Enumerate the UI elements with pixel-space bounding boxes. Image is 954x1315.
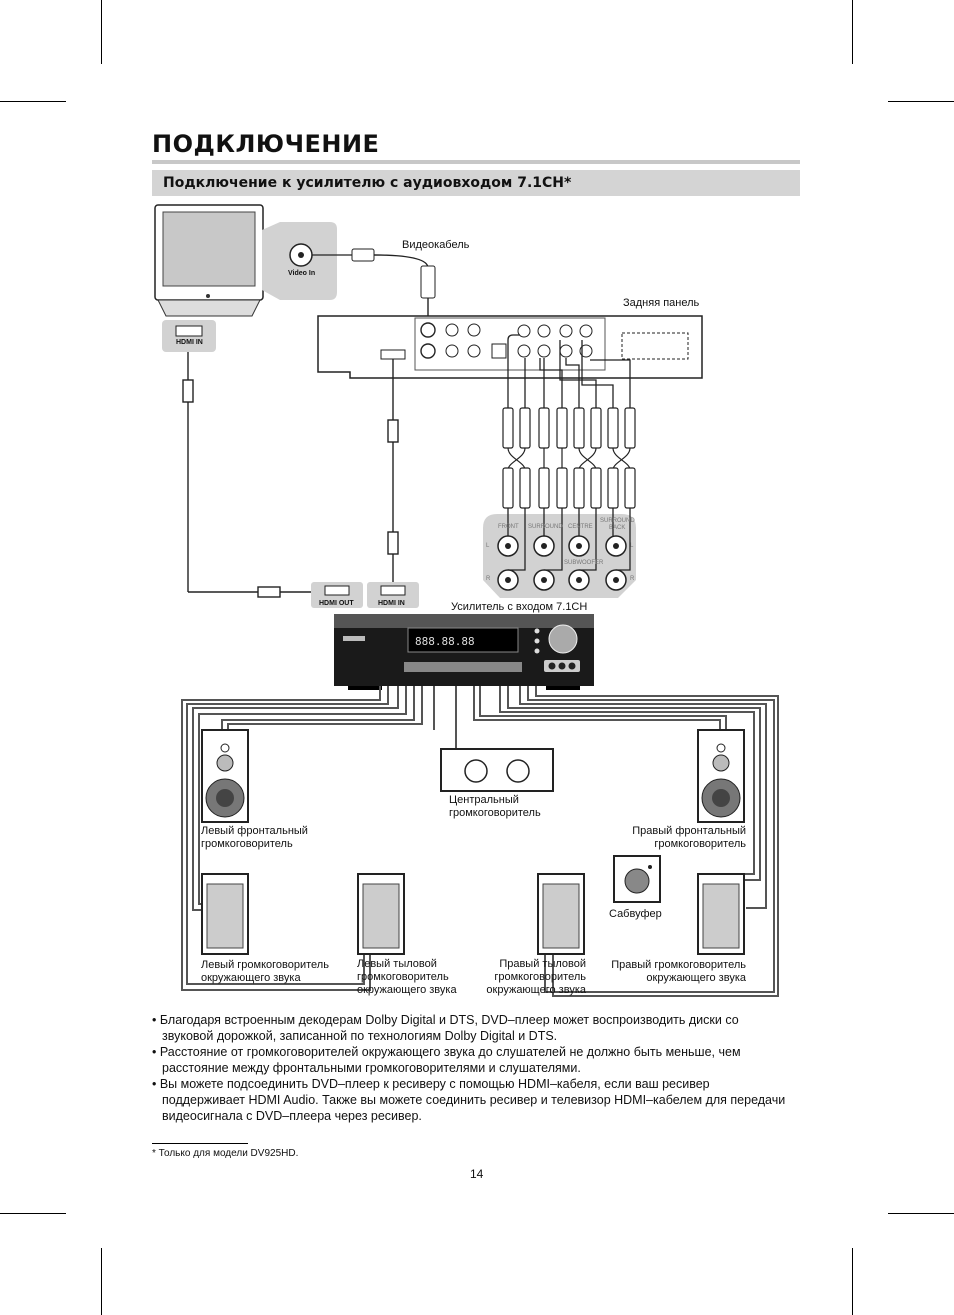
crop-mark [0, 1213, 66, 1214]
speaker-label-line: Центральный [449, 794, 519, 806]
rca-cable-twists [507, 447, 631, 471]
footnote: * Только для модели DV925HD. [152, 1148, 299, 1159]
tv-illustration [154, 204, 264, 317]
footnote-rule [152, 1143, 248, 1144]
speaker-subwoofer-label: Сабвуфер [609, 908, 662, 920]
speaker-label-line: громкоговоритель [201, 838, 293, 850]
note-item: • Вы можете подсоединить DVD–плеер к рес… [152, 1077, 786, 1123]
rca-plugs-lower [502, 467, 636, 509]
section-header-bar [152, 170, 800, 196]
rca-audio-cables [507, 334, 631, 410]
crop-mark [101, 0, 102, 64]
speaker-label-line: Левый фронтальный [201, 825, 308, 837]
hdmi-cable-tv [182, 352, 312, 598]
crop-mark [101, 1248, 102, 1315]
speaker-front-left [201, 729, 249, 823]
speaker-surround-right-label: Правый громкоговоритель окружающего звук… [600, 959, 746, 985]
speaker-label-line: окружающего звука [357, 984, 457, 996]
speaker-front-right [697, 729, 745, 823]
speaker-rear-left [357, 873, 405, 955]
tv-hdmi-in-label: HDMI IN [176, 339, 203, 346]
rca-plugs-upper [502, 407, 636, 449]
title-rule [152, 160, 800, 164]
speaker-subwoofer [613, 855, 661, 903]
amplifier-illustration: 888.88.88 [334, 614, 594, 690]
speaker-label-line: громкоговоритель [494, 971, 586, 983]
port-l-left-label: L [486, 543, 490, 549]
port-r-left-label: R [486, 576, 491, 582]
speaker-rear-right [537, 873, 585, 955]
section-title: Подключение к усилителю с аудиовходом 7.… [163, 175, 572, 191]
port-subwoofer-label: SUBWOOFER [564, 560, 604, 566]
amplifier-label: Усилитель с входом 7.1CH [451, 601, 588, 613]
amp-hdmi-in-label: HDMI IN [378, 600, 405, 607]
speaker-rear-right-label: Правый тыловой громкоговоритель окружающ… [466, 958, 586, 997]
port-surround-label: SURROUND [528, 524, 563, 530]
speaker-label-line: Правый фронтальный [632, 825, 746, 837]
rear-panel-label: Задняя панель [623, 297, 700, 309]
speaker-surround-left-label: Левый громкоговоритель окружающего звука [201, 959, 329, 985]
note-item: • Благодаря встроенным декодерам Dolby D… [152, 1013, 739, 1043]
speaker-surround-left [201, 873, 249, 955]
speaker-front-left-label: Левый фронтальный громкоговоритель [201, 825, 308, 851]
crop-mark [888, 101, 954, 102]
dvd-rear-panel [317, 315, 703, 379]
speaker-label-line: Левый громкоговоритель [201, 959, 329, 971]
speaker-label-line: Правый тыловой [499, 958, 586, 970]
speaker-label-line: громкоговоритель [449, 807, 541, 819]
crop-mark [888, 1213, 954, 1214]
speaker-label-line: громкоговоритель [357, 971, 449, 983]
speaker-center-label: Центральный громкоговоритель [449, 794, 541, 820]
speaker-label-line: окружающего звука [646, 972, 746, 984]
connection-diagram: 888.88.88 [154, 204, 779, 997]
crop-mark [852, 1248, 853, 1315]
speaker-label-line: громкоговоритель [654, 838, 746, 850]
speaker-front-right-label: Правый фронтальный громкоговоритель [600, 825, 746, 851]
crop-mark [0, 101, 66, 102]
speaker-center [440, 748, 554, 792]
port-front-label: FRONT [498, 524, 519, 530]
port-l-right-label: L [630, 543, 634, 549]
page-title: ПОДКЛЮЧЕНИЕ [152, 130, 380, 158]
speaker-label-line: Левый тыловой [357, 958, 437, 970]
speaker-surround-right [697, 873, 745, 955]
tv-video-in-label: Video In [288, 270, 316, 277]
port-r-right-label: R [630, 576, 635, 582]
speaker-wires [181, 686, 779, 997]
speaker-rear-left-label: Левый тыловой громкоговоритель окружающе… [357, 958, 457, 997]
speaker-label-line: Правый громкоговоритель [611, 959, 746, 971]
speaker-label-line: окружающего звука [201, 972, 301, 984]
hdmi-cable-dvd [387, 359, 399, 590]
note-item: • Расстояние от громкоговорителей окружа… [152, 1045, 741, 1075]
port-surround-back-label-1: SURROUND [600, 518, 635, 524]
video-cable [312, 248, 436, 328]
port-centre-label: CENTRE [568, 524, 593, 530]
crop-mark [852, 0, 853, 64]
page-number: 14 [470, 1167, 484, 1181]
amp-audio-inputs-callout [483, 514, 636, 598]
video-cable-label: Видеокабель [402, 239, 470, 251]
amp-audio-jacks [507, 508, 631, 571]
amp-hdmi-out-label: HDMI OUT [319, 600, 354, 607]
svg-text:888.88.88: 888.88.88 [415, 635, 475, 648]
port-surround-back-label-2: BACK [609, 525, 626, 531]
speaker-label-line: окружающего звука [486, 984, 586, 996]
notes-list: • Благодаря встроенным декодерам Dolby D… [152, 1012, 792, 1124]
